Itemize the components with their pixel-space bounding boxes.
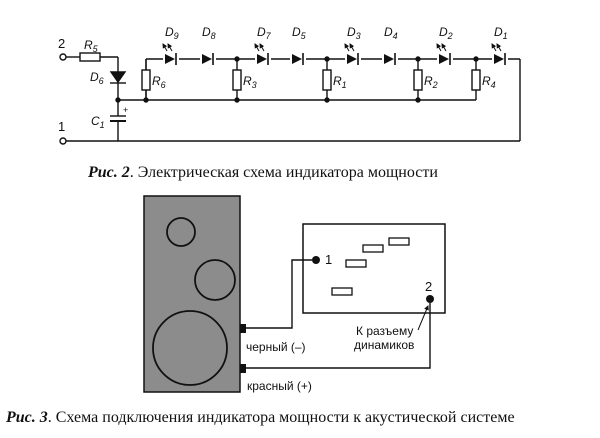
led-d4: D4 [382, 25, 398, 65]
circuit-labels: 2 1 R5 D6 C1 + R6 R3 R1 R2 R4 [58, 36, 496, 134]
led-label: D9 [165, 25, 179, 41]
speaker-terminal-red [240, 364, 246, 373]
label-r2: R2 [424, 74, 438, 90]
figure-3-caption: Рис. 3. Схема подключения индикатора мощ… [5, 409, 515, 426]
point-1-label: 1 [325, 252, 332, 267]
speaker-tweeter-icon [166, 217, 196, 247]
wire-black-label: черный (–) [246, 340, 306, 354]
terminal-2 [59, 53, 67, 61]
label-r6: R6 [152, 74, 166, 90]
wire-red-label: красный (+) [247, 379, 312, 393]
terminal-1-label: 1 [58, 119, 65, 134]
contact-point-2 [426, 295, 434, 303]
led-label: D8 [202, 25, 216, 41]
resistor-r1 [322, 59, 332, 100]
circuit-diagram [59, 52, 521, 145]
resistor-r4 [471, 59, 481, 100]
led-d9: D9 [162, 25, 179, 65]
capacitor-plus-mark: + [123, 105, 128, 115]
connector-label-line1: К разъему [356, 324, 413, 338]
label-d6: D6 [90, 70, 104, 86]
label-c1: C1 [91, 114, 105, 130]
terminal-2-label: 2 [58, 36, 65, 51]
speaker-terminal-black [240, 324, 246, 333]
speaker-woofer-icon [152, 310, 228, 386]
speaker-midrange-icon [194, 259, 236, 301]
label-r5: R5 [84, 38, 99, 54]
resistor-r5 [79, 52, 101, 62]
figure-2-caption: Рис. 2. Электрическая схема индикатора м… [87, 164, 438, 181]
led-d7: D7 [254, 25, 272, 65]
led-label: D5 [292, 25, 307, 41]
led-d1: D1 [491, 25, 508, 65]
connector-arrow [417, 305, 429, 331]
diode-d6 [109, 71, 127, 84]
led-label: D4 [384, 25, 398, 41]
led-label: D1 [494, 25, 508, 41]
led-label: D3 [347, 25, 361, 41]
led-label: D2 [439, 25, 453, 41]
wire-black [246, 259, 312, 329]
label-r1: R1 [333, 74, 347, 90]
terminal-1 [59, 137, 67, 145]
point-2-label: 2 [425, 279, 432, 294]
led-d3: D3 [344, 25, 361, 65]
led-d8: D8 [200, 25, 216, 65]
resistor-r3 [232, 59, 242, 100]
led-d5: D5 [290, 25, 307, 65]
led-label: D7 [257, 25, 272, 41]
label-r3: R3 [243, 74, 257, 90]
connector-label-line2: динамиков [354, 338, 414, 352]
resistor-r6 [141, 59, 151, 100]
board-led [388, 237, 410, 246]
led-d2: D2 [436, 25, 453, 65]
wiring-diagram: 1 2 черный (–) красный (+) К разъему дин… [143, 195, 446, 393]
led-chain: D9 D8 D7 D5 D3 D4 D2 D1 [162, 25, 508, 65]
board-led [362, 244, 384, 253]
wire-red [246, 303, 431, 369]
label-r4: R4 [482, 74, 496, 90]
resistor-r2 [413, 59, 423, 100]
board-led [331, 287, 353, 296]
contact-point-1 [312, 256, 320, 264]
board-led [345, 259, 367, 268]
indicator-board [302, 223, 446, 314]
